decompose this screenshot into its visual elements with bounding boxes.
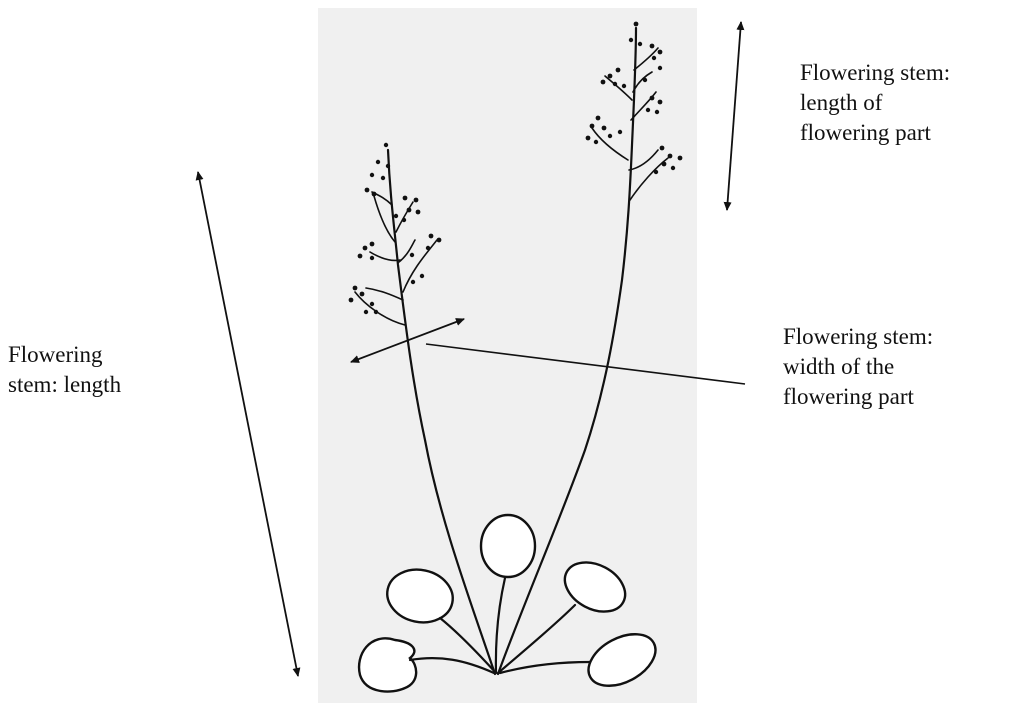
- leaf-lower-right: [580, 624, 664, 697]
- label-flowering-part-width: Flowering stem: width of the flowering p…: [783, 322, 1013, 412]
- measurement-arrows: [198, 22, 745, 676]
- leaf-lower-left: [359, 638, 416, 691]
- leaf-center: [481, 515, 535, 577]
- pointer-line-width: [426, 344, 745, 384]
- label-flowering-part-length: Flowering stem: length of flowering part: [800, 58, 1015, 148]
- leaf-upper-left: [382, 564, 457, 629]
- arrow-flowering-part-length: [727, 22, 741, 210]
- label-stem-length: Flowering stem: length: [8, 340, 208, 400]
- arrow-flowering-part-width: [351, 319, 464, 362]
- arrow-stem-length: [198, 172, 298, 676]
